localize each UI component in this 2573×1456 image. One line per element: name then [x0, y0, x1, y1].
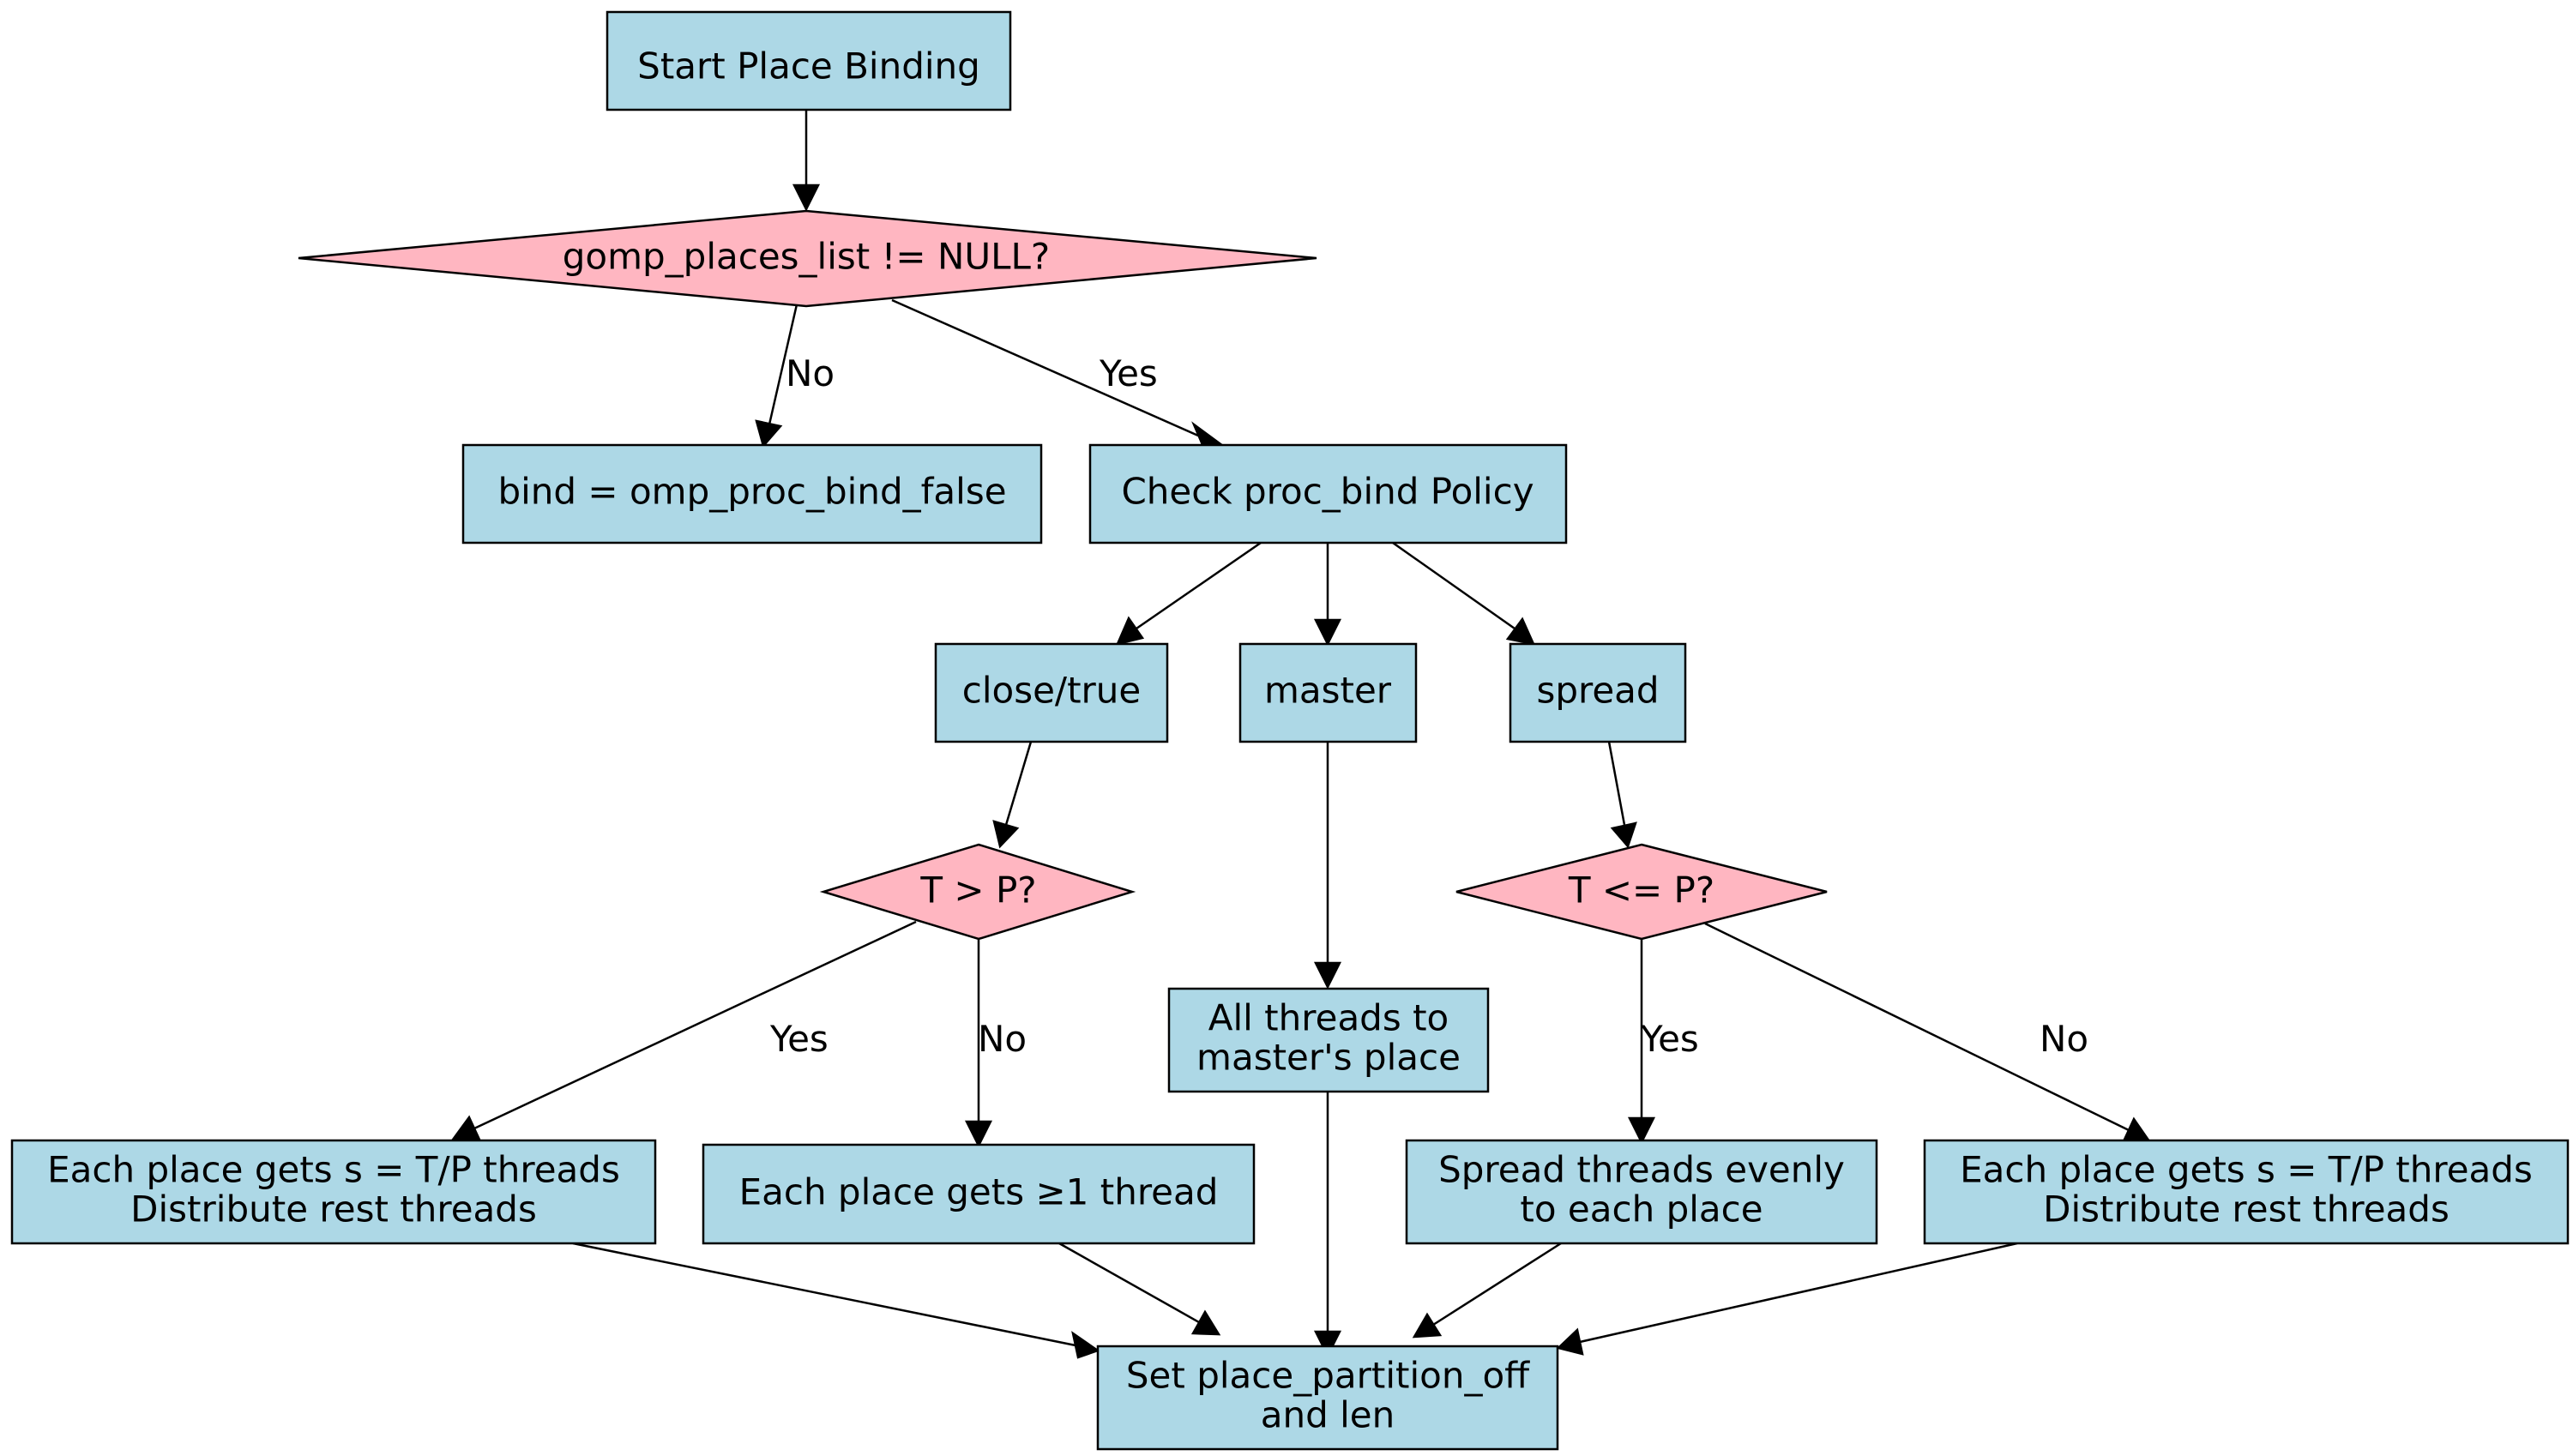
- node-check-policy: Check proc_bind Policy: [1088, 443, 1568, 544]
- node-places-check-label: gomp_places_list != NULL?: [563, 236, 1050, 278]
- arrowhead: [992, 820, 1020, 849]
- node-t-le-p-label: T <= P?: [1568, 869, 1714, 912]
- node-master-label: master: [1264, 670, 1392, 712]
- edge-closeno-to-partition: [1058, 1242, 1200, 1324]
- arrowhead: [1556, 1327, 1584, 1356]
- node-close-label: close/true: [962, 670, 1142, 712]
- arrowhead: [1191, 421, 1226, 448]
- node-bind-false: bind = omp_proc_bind_false: [461, 443, 1043, 544]
- arrowhead: [755, 419, 783, 448]
- edge-label-tlep-no: No: [2040, 1018, 2088, 1060]
- edge-label-tgtp-yes: Yes: [769, 1018, 829, 1060]
- nodes: Start Place Binding gomp_places_list != …: [10, 10, 2570, 1451]
- edge-check-to-policy: [891, 298, 1199, 437]
- node-spread-no: Each place gets s = T/P threads Distribu…: [1923, 1139, 2570, 1245]
- arrowhead: [792, 184, 821, 212]
- edges: [450, 110, 2152, 1359]
- edge-close-to-tgtp: [1004, 741, 1033, 826]
- node-start-label: Start Place Binding: [637, 45, 980, 87]
- edge-check-to-bind-false: [768, 304, 798, 425]
- arrowhead: [1505, 617, 1536, 646]
- node-all-master-line1: All threads to: [1208, 997, 1449, 1039]
- node-t-gt-p: T > P?: [819, 843, 1136, 941]
- node-all-master-line2: master's place: [1196, 1037, 1461, 1079]
- edge-label-tgtp-no: No: [978, 1018, 1027, 1060]
- arrowhead: [964, 1120, 993, 1148]
- arrowhead: [1071, 1331, 1100, 1359]
- node-spread-no-line2: Distribute rest threads: [2043, 1188, 2449, 1230]
- node-close-no: Each place gets ≥1 thread: [702, 1143, 1256, 1245]
- node-close-no-label: Each place gets ≥1 thread: [739, 1171, 1219, 1213]
- edge-tgtp-to-yes: [473, 920, 917, 1130]
- node-start: Start Place Binding: [606, 10, 1012, 111]
- node-spread-no-line1: Each place gets s = T/P threads: [1960, 1149, 2533, 1191]
- edge-closeyes-to-partition: [572, 1242, 1076, 1347]
- arrowhead: [1313, 618, 1342, 647]
- node-all-master: All threads to master's place: [1167, 987, 1490, 1093]
- arrowhead: [1313, 961, 1342, 990]
- node-partition-line2: and len: [1261, 1394, 1395, 1436]
- node-spread-yes-line1: Spread threads evenly: [1438, 1149, 1845, 1191]
- edge-spreadyes-to-partition: [1432, 1242, 1562, 1327]
- edge-label-tlep-yes: Yes: [1640, 1018, 1699, 1060]
- arrowhead: [1627, 1116, 1656, 1145]
- node-check-policy-label: Check proc_bind Policy: [1121, 471, 1534, 513]
- arrowhead: [1313, 1330, 1342, 1358]
- node-close-yes: Each place gets s = T/P threads Distribu…: [10, 1139, 657, 1245]
- node-t-gt-p-label: T > P?: [919, 869, 1036, 912]
- edge-labels: No Yes Yes No Yes No: [769, 352, 2088, 1060]
- node-places-check: gomp_places_list != NULL?: [298, 209, 1317, 308]
- node-close-yes-line2: Distribute rest threads: [130, 1188, 537, 1230]
- node-close: close/true: [934, 642, 1169, 743]
- node-close-yes-line1: Each place gets s = T/P threads: [47, 1149, 620, 1191]
- arrowhead: [1190, 1309, 1221, 1336]
- arrowhead: [1610, 821, 1637, 849]
- arrowhead: [1115, 616, 1145, 646]
- edge-label-places-no: No: [786, 352, 835, 394]
- node-bind-false-label: bind = omp_proc_bind_false: [497, 471, 1006, 513]
- edge-tlep-to-no: [1704, 922, 2130, 1132]
- arrowhead: [1412, 1312, 1443, 1339]
- node-spread-yes: Spread threads evenly to each place: [1405, 1139, 1878, 1245]
- node-partition: Set place_partition_off and len: [1096, 1345, 1559, 1451]
- edge-spread-to-tlep: [1607, 741, 1626, 826]
- edge-label-places-yes: Yes: [1099, 352, 1158, 394]
- node-partition-line1: Set place_partition_off: [1126, 1355, 1530, 1397]
- arrowhead: [450, 1115, 481, 1141]
- node-spread-yes-line2: to each place: [1520, 1188, 1763, 1230]
- node-master: master: [1238, 642, 1418, 743]
- edge-spreadno-to-partition: [1579, 1242, 2018, 1344]
- node-t-le-p: T <= P?: [1455, 843, 1828, 941]
- node-spread: spread: [1509, 642, 1687, 743]
- edge-policy-to-close: [1136, 541, 1262, 630]
- edge-policy-to-spread: [1392, 541, 1515, 630]
- node-spread-label: spread: [1536, 670, 1659, 712]
